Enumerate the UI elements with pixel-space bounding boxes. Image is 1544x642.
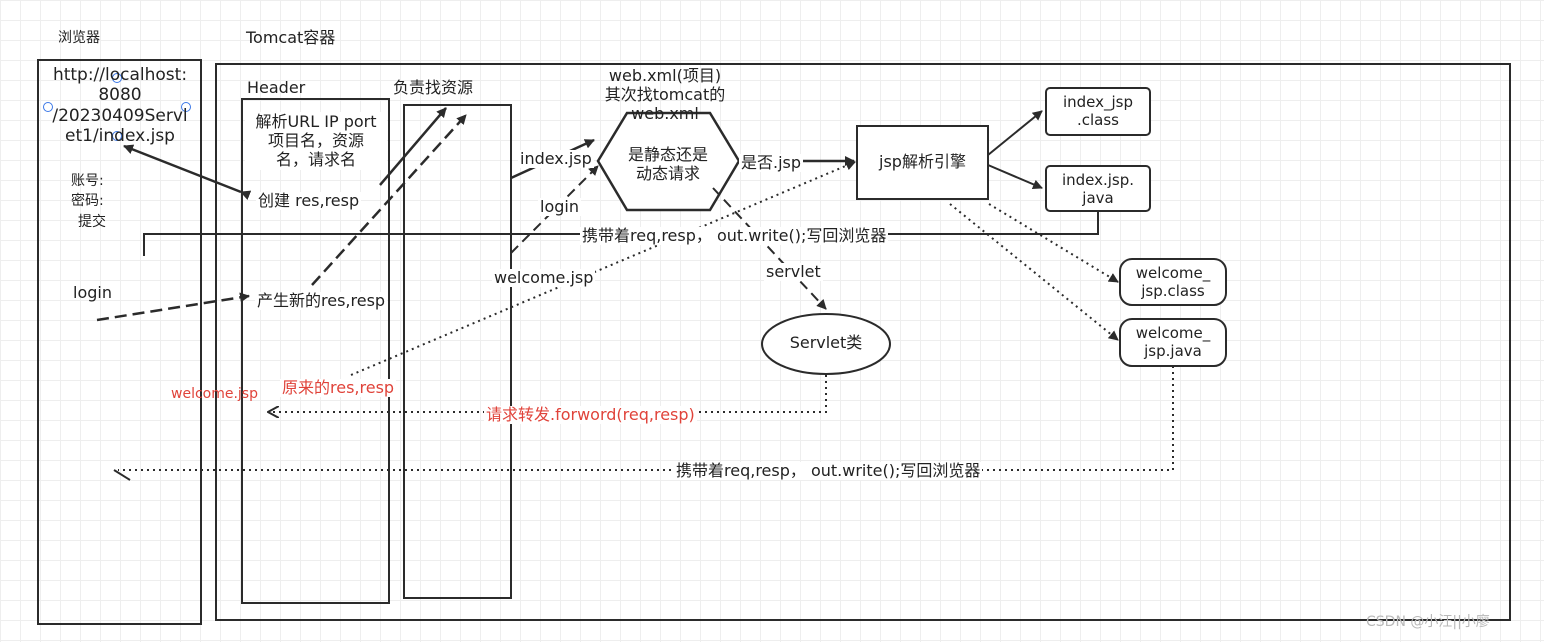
servlet-label: servlet — [764, 262, 823, 282]
parse-line-3: 名，请求名 — [275, 150, 356, 170]
selection-handle-right[interactable] — [181, 102, 191, 112]
arrow-create-to-finder — [379, 107, 447, 186]
parse-line-2: 项目名，资源 — [267, 131, 364, 151]
dashed-login-to-new — [96, 292, 250, 322]
webxml-text: web.xml(项目) 其次找tomcat的 web.xml — [585, 66, 745, 124]
original-res-label: 原来的res,resp — [280, 378, 397, 398]
url-line-1: http://localhost: — [52, 65, 188, 85]
hexagon-line-2: 动态请求 — [635, 164, 700, 184]
url-line-4: et1/index.jsp — [65, 126, 175, 147]
parse-line-1: 解析URL IP port — [255, 112, 377, 131]
header-box — [241, 98, 390, 604]
selection-handle-left[interactable] — [43, 102, 53, 112]
welcome-class-line-2: jsp.class — [1141, 282, 1205, 300]
create-res-label: 创建 res,resp — [256, 191, 362, 211]
welcome-java-line-2: jsp.java — [1144, 342, 1202, 360]
dotted-forward-line — [268, 375, 827, 412]
servlet-class-label: Servlet类 — [789, 333, 863, 352]
hexagon-text: 是静态还是 动态请求 — [608, 145, 728, 183]
dotted-return-line — [118, 366, 1174, 471]
welcome-java-line-1: welcome_ — [1135, 324, 1211, 342]
welcome-jsp-red-label: welcome.jsp — [171, 386, 258, 402]
index-java-line-2: java — [1082, 189, 1114, 207]
tomcat-label: Tomcat容器 — [246, 28, 336, 47]
url-line-3: /20230409Servl — [52, 105, 188, 126]
tomcat-container-box — [215, 63, 1511, 621]
welcome-class-text: welcome_ jsp.class — [1120, 264, 1226, 300]
welcome-java-text: welcome_ jsp.java — [1120, 324, 1226, 360]
dashed-login-to-hex — [510, 165, 599, 254]
jsp-engine-label: jsp解析引擎 — [879, 152, 966, 171]
webxml-line-2: 其次找tomcat的 — [604, 85, 726, 105]
dashed-hex-to-servlet — [712, 187, 827, 310]
header-label: Header — [247, 78, 306, 97]
url-text: http://localhost: 8080 /20230409Servl et… — [41, 65, 199, 147]
is-jsp-label: 是否.jsp — [739, 153, 804, 173]
selection-handle-top[interactable] — [112, 73, 122, 83]
browser-login-label: login — [73, 283, 112, 302]
webxml-line-3: web.xml — [631, 104, 699, 124]
index-class-line-2: .class — [1076, 111, 1119, 129]
mid-login-label: login — [538, 197, 581, 217]
arrow-url-to-parse — [123, 144, 252, 200]
welcome-jsp-label: welcome.jsp — [492, 268, 596, 288]
account-label: 账号: — [71, 173, 104, 189]
carry-back-label-1: 携带着req,resp， out.write();写回浏览器 — [580, 226, 889, 246]
carry-back-label-2: 携带着req,resp， out.write();写回浏览器 — [674, 461, 983, 481]
forward-label: 请求转发.forword(req,resp) — [484, 405, 697, 425]
dotted-engine-to-welcome-class — [988, 203, 1119, 283]
browser-label: 浏览器 — [58, 30, 100, 46]
dashed-new-to-finder — [311, 114, 467, 286]
servlet-class-ellipse — [761, 313, 891, 375]
dotted-welcome-to-engine — [350, 160, 856, 376]
browser-box — [37, 59, 202, 625]
find-resource-label: 负责找资源 — [393, 78, 474, 97]
index-java-line-1: index.jsp. — [1061, 171, 1135, 189]
welcome-class-line-1: welcome_ — [1135, 264, 1211, 282]
index-jsp-label: index.jsp — [518, 149, 594, 169]
submit-label: 提交 — [78, 214, 106, 230]
new-res-label: 产生新的res,resp — [255, 291, 388, 311]
index-class-box — [1045, 87, 1151, 136]
url-line-2: 8080 — [98, 85, 142, 106]
dotted-engine-to-welcome-java — [949, 203, 1119, 341]
jsp-engine-box — [856, 125, 989, 200]
index-class-line-1: index_jsp — [1062, 93, 1134, 111]
csdn-watermark: CSDN @小汪||小廖 — [1366, 614, 1490, 630]
welcome-class-box — [1119, 258, 1227, 306]
return-tick — [113, 469, 131, 481]
selection-handle-bottom[interactable] — [112, 131, 122, 141]
parse-text: 解析URL IP port 项目名，资源 名，请求名 — [245, 112, 387, 170]
arrow-engine-to-java — [987, 164, 1043, 190]
hexagon-line-1: 是静态还是 — [627, 145, 708, 164]
index-java-text: index.jsp. java — [1046, 171, 1150, 207]
arrow-engine-to-class — [987, 110, 1043, 156]
webxml-line-1: web.xml(项目) — [608, 66, 722, 85]
resource-finder-box — [403, 104, 512, 599]
password-label: 密码: — [71, 193, 104, 209]
index-class-text: index_jsp .class — [1046, 93, 1150, 129]
